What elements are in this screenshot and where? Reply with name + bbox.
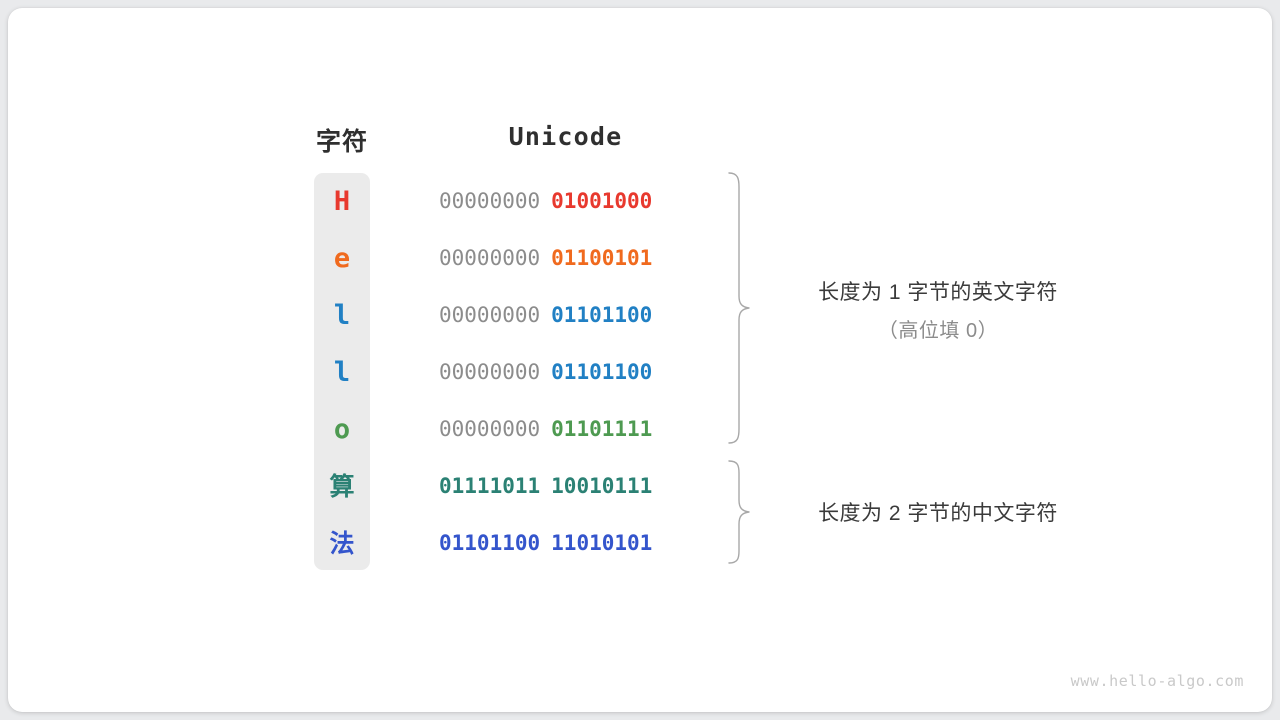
high-byte: 01111011 <box>439 474 541 498</box>
high-byte: 01101100 <box>439 531 541 555</box>
high-byte: 00000000 <box>439 417 541 441</box>
diagram-card: 字符 Unicode H 00000000 01001000 e 00000000 011… <box>8 8 1272 712</box>
low-byte: 11010101 <box>551 531 653 555</box>
binary-row: 01101100 11010101 <box>439 515 692 572</box>
brace-1-byte <box>728 172 750 444</box>
annotation-one-byte-main: 长度为 1 字节的英文字符 <box>818 281 1058 304</box>
binary-row: 00000000 01101111 <box>439 401 692 458</box>
annotation-one-byte-sub: （高位填 0） <box>877 320 999 342</box>
binary-row: 00000000 01101100 <box>439 344 692 401</box>
char-cell: 法 <box>329 529 355 558</box>
character-column-background <box>314 173 370 570</box>
char-cell: 算 <box>329 472 355 501</box>
low-byte: 01101100 <box>551 360 653 384</box>
column-header-unicode: Unicode <box>508 122 623 151</box>
high-byte: 00000000 <box>439 360 541 384</box>
annotation-one-byte: 长度为 1 字节的英文字符 （高位填 0） <box>778 276 1098 343</box>
low-byte: 01001000 <box>551 189 653 213</box>
annotation-two-byte-main: 长度为 2 字节的中文字符 <box>818 502 1058 525</box>
column-header-char: 字符 <box>315 128 368 156</box>
binary-row: 01111011 10010111 <box>439 458 692 515</box>
char-cell: l <box>333 300 351 331</box>
annotation-two-byte: 长度为 2 字节的中文字符 <box>778 497 1098 527</box>
high-byte: 00000000 <box>439 246 541 270</box>
low-byte: 01101111 <box>551 417 653 441</box>
char-cell: e <box>333 243 351 274</box>
char-cell: l <box>333 357 351 388</box>
binary-row: 00000000 01101100 <box>439 287 692 344</box>
high-byte: 00000000 <box>439 303 541 327</box>
low-byte: 01100101 <box>551 246 653 270</box>
low-byte: 10010111 <box>551 474 653 498</box>
low-byte: 01101100 <box>551 303 653 327</box>
binary-row: 00000000 01100101 <box>439 230 692 287</box>
binary-row: 00000000 01001000 <box>439 173 692 230</box>
watermark-url: www.hello-algo.com <box>1070 672 1244 690</box>
char-cell: H <box>333 186 351 217</box>
char-cell: o <box>333 414 351 445</box>
brace-2-byte <box>728 460 750 564</box>
high-byte: 00000000 <box>439 189 541 213</box>
